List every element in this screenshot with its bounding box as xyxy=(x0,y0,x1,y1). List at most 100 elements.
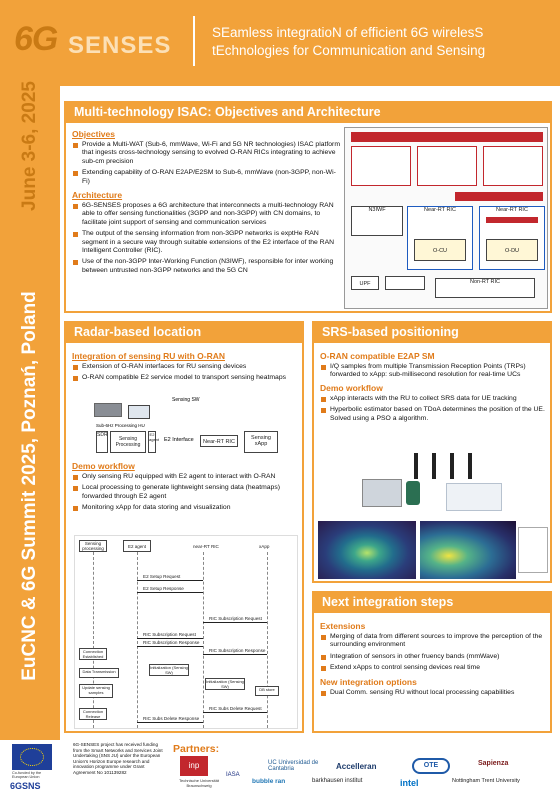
seq-col-xapp: xApp xyxy=(259,544,270,549)
diagram-box-near-rt-ric: Near-RT RIC O-CU xyxy=(407,206,473,270)
near-rt-ric-box: Near-RT RIC xyxy=(200,435,238,447)
radar-demo-item: Monitoring xApp for data storing and vis… xyxy=(72,504,300,512)
diagram-label: Near-RT RIC xyxy=(424,207,456,213)
extension-item: Merging of data from different sources t… xyxy=(320,633,548,650)
antenna xyxy=(414,453,418,479)
antenna xyxy=(432,453,436,479)
senses-logo: 6G SENSES xyxy=(10,12,182,74)
sequence-diagram: Sensing processing E2 agent near-RT RIC … xyxy=(74,535,298,729)
diagram-box xyxy=(483,146,543,186)
srs-heatmap-2 xyxy=(420,521,516,579)
srs-panel: SRS-based positioning O-RAN compatible E… xyxy=(312,321,552,583)
poster-title: SEamless integratioN of efficient 6G wir… xyxy=(212,24,552,60)
radar-device-image xyxy=(94,403,122,417)
seq-msg: RIC Subscription Request xyxy=(143,632,196,637)
partner-logo: Technische Universität Braunschweig xyxy=(178,778,220,788)
extensions-heading: Extensions xyxy=(320,621,366,631)
seq-box-release: Connection Release xyxy=(79,708,107,720)
eu-stars-icon xyxy=(20,748,44,766)
antenna xyxy=(468,453,472,479)
seq-col-sensing: Sensing processing xyxy=(79,540,107,552)
seq-col-ric: near-RT RIC xyxy=(193,544,219,549)
seq-lifeline xyxy=(267,552,268,728)
radar-panel: Radar-based location Integration of sens… xyxy=(64,321,304,733)
funding-text: 6G-SENSES project has received funding f… xyxy=(73,742,163,775)
seq-col-e2-agent: E2 agent xyxy=(123,540,151,552)
radar-integration-item: O-RAN compatible E2 service model to tra… xyxy=(72,374,300,382)
sensing-processing-box: Sensing Processing xyxy=(110,431,146,453)
partner-logo: Nottingham Trent University xyxy=(452,778,520,784)
seq-lifeline xyxy=(93,552,94,728)
seq-box-established: Connection Established xyxy=(79,648,107,660)
seq-box-data: Data Transmission xyxy=(79,668,119,678)
seq-arrow xyxy=(203,712,267,713)
sdr-box: SDR xyxy=(96,431,108,453)
architecture-item: The output of the sensing information fr… xyxy=(72,230,340,255)
hardware-spec-card xyxy=(446,483,502,511)
diagram-box-ocu: O-CU xyxy=(414,239,466,261)
srs-demo-heading: Demo workflow xyxy=(320,382,383,393)
srs-oran-item: I/Q samples from multiple Transmission R… xyxy=(320,363,548,380)
seq-box-update: Update sensing samples xyxy=(79,684,113,698)
seq-lifeline xyxy=(137,552,138,728)
diagram-box-upf: UPF xyxy=(351,276,379,290)
partner-logo: Accelleran xyxy=(336,762,377,771)
srs-oran-heading: O-RAN compatible E2AP SM xyxy=(320,351,435,361)
diagram-box-odu: O-DU xyxy=(486,239,538,261)
seq-msg: E2 Setup Request xyxy=(143,574,181,579)
event-date: June 3-6, 2025 xyxy=(19,81,40,211)
diagram-box xyxy=(417,146,477,186)
architecture-item: Use of the non-3GPP Inter-Working Functi… xyxy=(72,258,340,275)
logo-senses: SENSES xyxy=(68,32,172,59)
title-line-2: tEchnologies for Communication and Sensi… xyxy=(212,43,486,58)
isac-panel: Multi-technology ISAC: Objectives and Ar… xyxy=(64,101,552,313)
srs-heatmap-1 xyxy=(318,521,416,579)
seq-arrow xyxy=(203,622,267,623)
seq-arrow xyxy=(137,592,203,593)
objectives-heading: Objectives xyxy=(72,129,115,139)
srs-demo-item: xApp interacts with the RU to collect SR… xyxy=(320,395,548,403)
radar-architecture-figure: Sensing SW Sub-6Hz Processing HU SDR Sen… xyxy=(92,393,282,453)
antenna xyxy=(450,453,454,479)
diagram-top-bar xyxy=(351,132,543,142)
seq-arrow xyxy=(203,654,267,655)
extension-item: Extend xApps to control sensing devices … xyxy=(320,664,548,672)
sensing-xapp-box: Sensing xApp xyxy=(244,431,278,453)
seq-msg: RIC Subs Delete Request xyxy=(209,706,262,711)
seq-arrow xyxy=(137,646,203,647)
seq-msg: RIC Subscription Request xyxy=(209,616,262,621)
seq-arrow xyxy=(137,638,203,639)
srs-legend xyxy=(518,527,548,573)
event-name: EuCNC & 6G Summit 2025, Poznań, Poland xyxy=(19,291,40,681)
seq-box-db: DB store xyxy=(255,686,279,696)
option-item: Dual Comm. sensing RU without local proc… xyxy=(320,689,548,697)
radar-demo-item: Only sensing RU equipped with E2 agent t… xyxy=(72,473,300,481)
extension-item: Integration of sensors in other fruency … xyxy=(320,653,548,661)
diagram-box xyxy=(351,146,411,186)
partners-heading: Partners: xyxy=(173,743,220,755)
objective-item: Extending capability of O-RAN E2AP/E2SM … xyxy=(72,169,340,186)
seq-msg: RIC Subscription Response xyxy=(209,648,266,653)
partner-logo: UC Universidad de Cantabria xyxy=(268,760,319,772)
partner-logo: inp xyxy=(180,756,208,776)
radar-title: Radar-based location xyxy=(66,323,302,343)
architecture-item: 6G-SENSES proposes a 6G architecture tha… xyxy=(72,202,340,227)
seq-arrow xyxy=(137,722,203,723)
diagram-red-strip xyxy=(486,217,538,223)
phone xyxy=(406,481,420,505)
seq-msg: E2 Setup Response xyxy=(143,586,184,591)
sns-logo: 6GSNS xyxy=(10,781,41,791)
seq-box-init: Initialization (Sensing SW) xyxy=(149,664,189,676)
header: 6G SENSES SEamless integratioN of effici… xyxy=(0,0,560,86)
logo-six: 6G xyxy=(14,20,58,58)
diagram-box-non-rt: Non-RT RIC xyxy=(435,278,535,298)
diagram-box-near-rt-ric-2: Near-RT RIC O-DU xyxy=(479,206,545,270)
partner-logo: barkhausen institut xyxy=(312,778,363,784)
sensing-sw-label: Sensing SW xyxy=(172,397,200,403)
radar-integration-item: Extension of O-RAN interfaces for RU sen… xyxy=(72,363,300,371)
side-band: June 3-6, 2025 EuCNC & 6G Summit 2025, P… xyxy=(0,81,60,740)
seq-msg: RIC Subscription Response xyxy=(143,640,200,645)
laptop-image xyxy=(128,405,150,419)
seq-arrow xyxy=(137,580,203,581)
e2-agent-box: E2 agent xyxy=(148,431,159,453)
